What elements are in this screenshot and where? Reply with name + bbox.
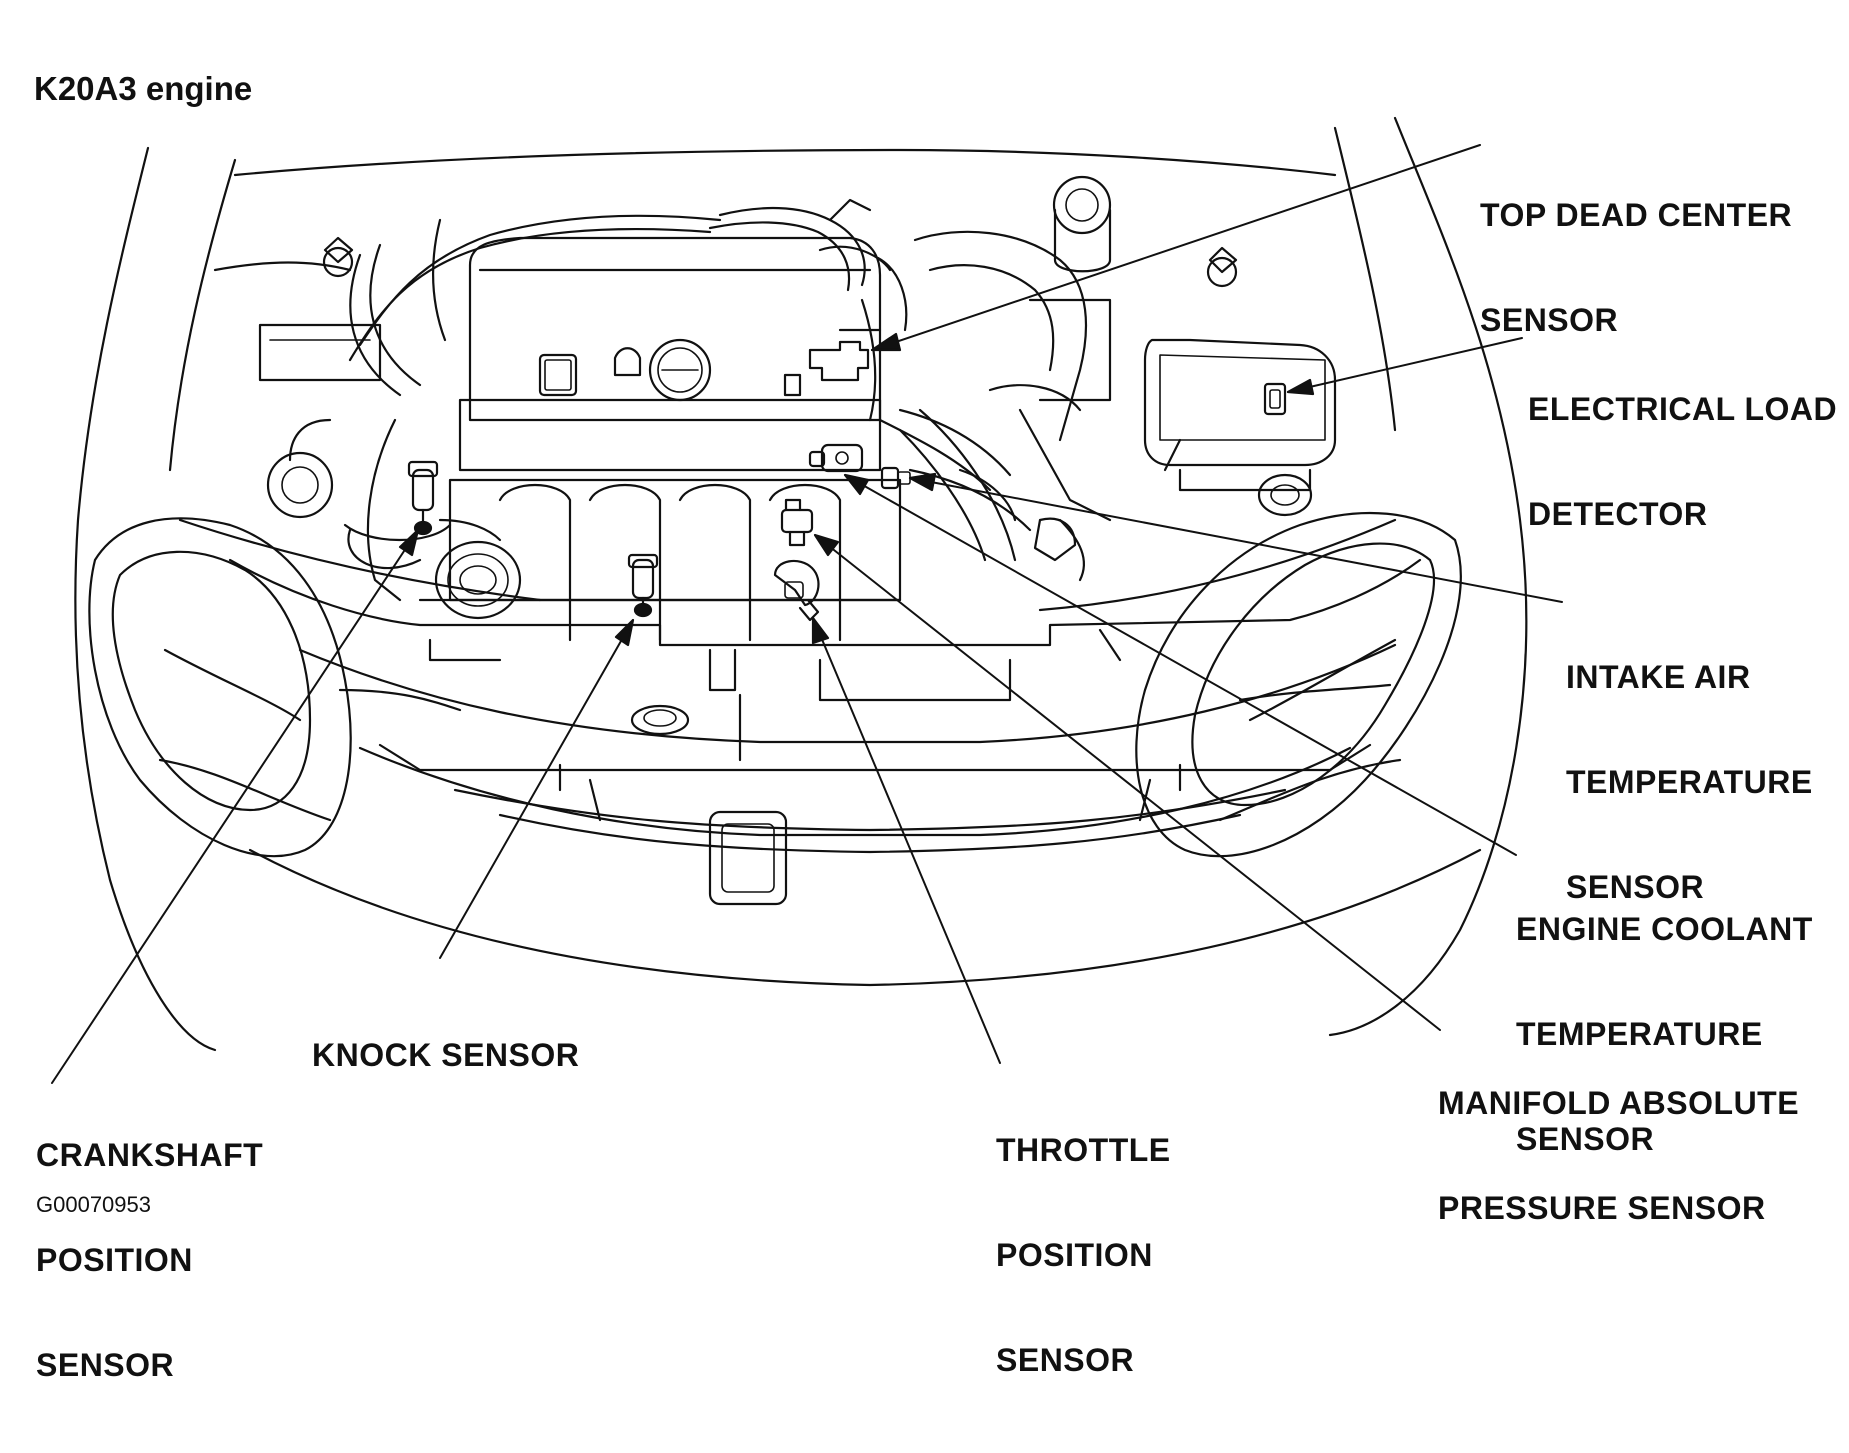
label-top-dead-center-sensor: TOP DEAD CENTER SENSOR	[1480, 128, 1792, 408]
sensor-components	[407, 340, 1287, 622]
label-manifold-absolute-pressure-sensor: MANIFOLD ABSOLUTE PRESSURE SENSOR	[1438, 1016, 1799, 1296]
label-line: ENGINE COOLANT	[1516, 911, 1813, 947]
label-line: SENSOR	[1480, 302, 1619, 338]
radiator-support	[228, 558, 1422, 792]
crankshaft-sensor-part	[407, 460, 439, 536]
iat-sensor-part	[880, 466, 911, 490]
eld-sensor-part	[1263, 382, 1287, 416]
label-line: TEMPERATURE	[1566, 764, 1813, 800]
tdc-sensor-part	[808, 340, 870, 382]
label-crankshaft-position-sensor: CRANKSHAFT POSITION SENSOR	[36, 1068, 263, 1453]
label-line: INTAKE AIR	[1566, 659, 1751, 695]
label-line: SENSOR	[996, 1342, 1135, 1378]
engine-bay-drawing	[51, 116, 1563, 1084]
label-line: TEMPERATURE	[1516, 1016, 1763, 1052]
label-throttle-position-sensor: THROTTLE POSITION SENSOR	[996, 1063, 1171, 1448]
label-line: THROTTLE	[996, 1132, 1171, 1168]
label-line: TOP DEAD CENTER	[1480, 197, 1793, 233]
figure-id: G00070953	[36, 1192, 151, 1217]
label-line: MANIFOLD ABSOLUTE	[1438, 1085, 1800, 1121]
valve-cover	[458, 236, 892, 472]
label-line: SENSOR	[1566, 869, 1705, 905]
left-engine-components	[213, 243, 522, 620]
ect-sensor-part	[808, 443, 864, 473]
fuse-box	[1143, 338, 1337, 492]
map-sensor-part	[780, 498, 814, 547]
fender-outlines	[74, 116, 1528, 1052]
label-line: SENSOR	[36, 1347, 175, 1383]
fluid-reservoirs	[1033, 175, 1313, 562]
left-headlight	[88, 517, 352, 858]
diagram-title: K20A3 engine	[34, 70, 253, 107]
throttle-sensor-part	[773, 559, 820, 622]
label-line: KNOCK SENSOR	[312, 1037, 580, 1073]
label-line: POSITION	[996, 1237, 1153, 1273]
label-line: POSITION	[36, 1242, 193, 1278]
front-bumper	[248, 643, 1482, 987]
label-line: DETECTOR	[1528, 496, 1708, 532]
label-engine-coolant-temperature-sensor: ENGINE COOLANT TEMPERATURE SENSOR	[1516, 842, 1813, 1227]
label-electrical-load-detector: ELECTRICAL LOAD DETECTOR	[1528, 322, 1837, 602]
label-line: PRESSURE SENSOR	[1438, 1190, 1766, 1226]
label-line: CRANKSHAFT	[36, 1137, 264, 1173]
label-intake-air-temperature-sensor: INTAKE AIR TEMPERATURE SENSOR	[1566, 590, 1813, 975]
label-line: SENSOR	[1516, 1121, 1655, 1157]
strut-mounts	[322, 236, 1238, 288]
intake-manifold	[418, 478, 902, 642]
label-line: ELECTRICAL LOAD	[1528, 391, 1838, 427]
knock-sensor-part	[627, 553, 659, 618]
intake-duct	[898, 230, 1112, 582]
leader-lines	[51, 144, 1563, 1084]
label-knock-sensor: KNOCK SENSOR	[312, 968, 579, 1143]
wiring-harnesses	[348, 198, 1032, 532]
engine-sensor-diagram: K20A3 engine	[34, 70, 1837, 1383]
